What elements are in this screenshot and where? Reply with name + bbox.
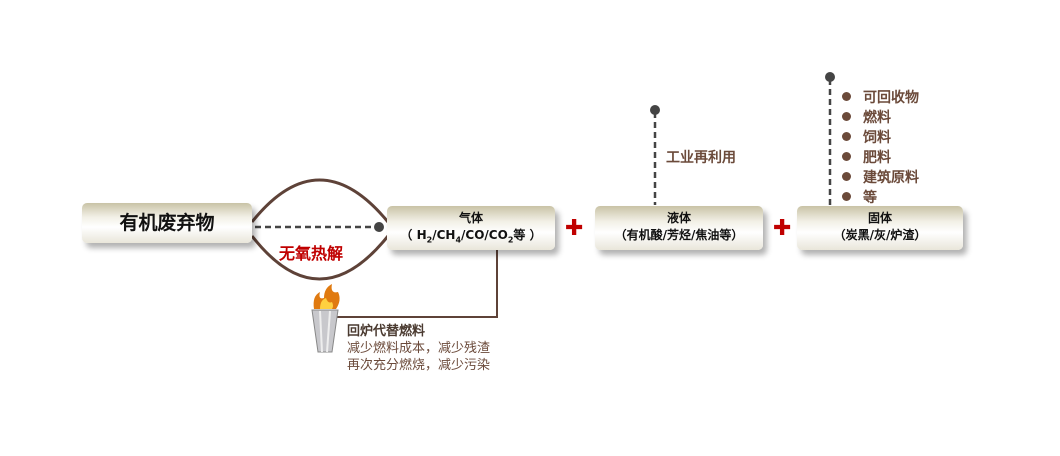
plus-icon: ✚ (773, 216, 792, 241)
source-box: 有机废弃物 (82, 203, 252, 243)
solid-use-item: 肥料 (842, 148, 891, 168)
dot-marker (374, 222, 384, 232)
source-label: 有机废弃物 (119, 212, 215, 234)
solid-use-label: 建筑原料 (863, 170, 919, 186)
gas-detail-part: （ H (400, 228, 427, 242)
liquid-box: 液体 （有机酸/芳烃/焦油等） (595, 206, 763, 250)
bullet-icon (842, 172, 851, 181)
bullet-icon (842, 192, 851, 201)
plus-icon: ✚ (565, 216, 584, 241)
solid-use-label: 等 (863, 190, 877, 206)
gas-detail-part: 等 ） (513, 228, 542, 242)
fuel-line: 减少燃料成本，减少残渣 (347, 341, 491, 356)
solid-detail: （炭黑/灰/炉渣） (833, 228, 927, 242)
fuel-title: 回炉代替燃料 (347, 324, 426, 339)
solid-use-item: 等 (842, 188, 877, 208)
dot-marker (650, 105, 660, 115)
bullet-icon (842, 152, 851, 161)
gas-detail: （ H2/CH4/CO/CO2等 ） (387, 227, 555, 248)
bullet-icon (842, 92, 851, 101)
liquid-detail: （有机酸/芳烃/焦油等） (614, 228, 744, 242)
gas-detail-sub: 2 (426, 235, 433, 245)
solid-use-item: 燃料 (842, 108, 891, 128)
liquid-title: 液体 (666, 211, 691, 225)
solid-use-label: 燃料 (863, 110, 891, 126)
gas-detail-sub: 2 (507, 235, 514, 245)
fuel-line: 再次充分燃烧，减少污染 (347, 358, 491, 373)
process-label: 无氧热解 (279, 244, 344, 263)
solid-use-item: 可回收物 (842, 88, 919, 108)
bullet-icon (842, 112, 851, 121)
gas-detail-sub: 4 (455, 235, 462, 245)
torch-icon (311, 284, 340, 353)
fuel-connector (335, 250, 498, 318)
solid-use-label: 肥料 (863, 150, 891, 166)
solid-use-label: 饲料 (863, 130, 891, 146)
bullet-icon (842, 132, 851, 141)
gas-box: 气体 （ H2/CH4/CO/CO2等 ） (387, 206, 555, 250)
dot-marker (825, 72, 835, 82)
gas-detail-part: /CO/CO (461, 228, 508, 242)
solid-use-label: 可回收物 (863, 90, 919, 106)
gas-detail-part: /CH (432, 228, 456, 242)
ellipse-top-arc (250, 178, 390, 223)
ellipse-bottom-arc (250, 235, 390, 281)
fuel-description: 回炉代替燃料 减少燃料成本，减少残渣 再次充分燃烧，减少污染 (347, 323, 490, 374)
solid-use-item: 饲料 (842, 128, 891, 148)
solid-box: 固体 （炭黑/灰/炉渣） (797, 206, 963, 250)
solid-title: 固体 (867, 211, 892, 225)
gas-title: 气体 (458, 211, 483, 225)
liquid-use-label: 工业再利用 (666, 150, 736, 166)
solid-use-item: 建筑原料 (842, 168, 919, 188)
